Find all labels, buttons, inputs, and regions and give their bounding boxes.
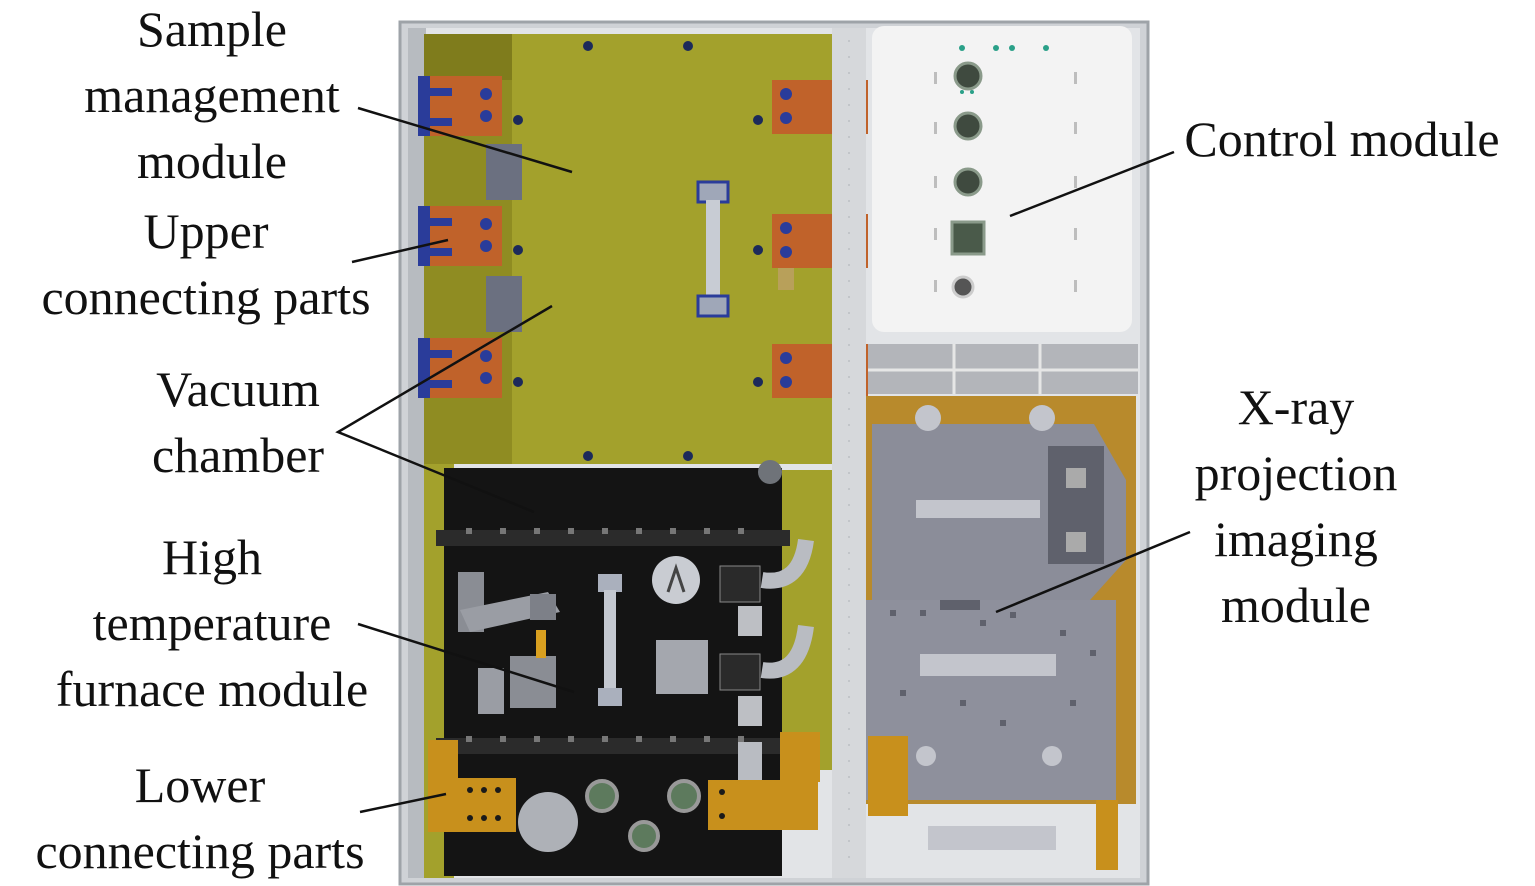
label-control-module: Control module [1184,111,1500,167]
leader-high-temp-furnace [357,622,575,694]
leader-sample-management [357,106,573,174]
lower-connecting-parts [428,732,820,832]
label-xray-projection-imaging-module: X-ray projection imaging module [1194,379,1398,633]
leader-lines [335,106,1191,814]
leader-xray-module [995,530,1191,614]
control-module [872,26,1132,332]
leader-upper-connecting [351,238,449,264]
label-sample-management-module: Sample management module [84,1,340,189]
label-upper-connecting-parts: Upper connecting parts [41,203,371,325]
label-lower-connecting-parts: Lower connecting parts [35,757,365,879]
xray-projection-imaging-module [866,396,1136,870]
label-vacuum-chamber: Vacuum chamber [151,361,325,483]
leader-lower-connecting [359,792,447,814]
label-high-temperature-furnace-module: High temperature furnace module [55,529,369,717]
leader-control-module [1009,150,1175,218]
high-temperature-furnace-module [458,538,814,852]
leader-vacuum-chamber [335,304,553,514]
